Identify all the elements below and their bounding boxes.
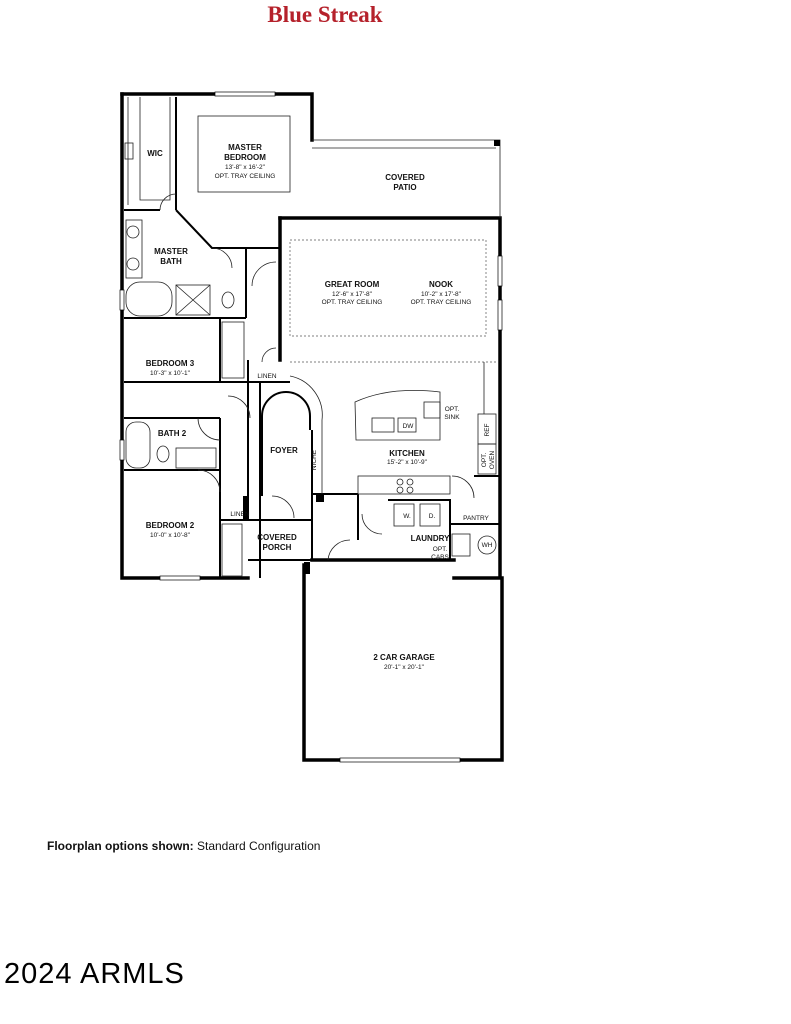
label-dryer: D. [429,513,436,520]
label-covered-porch-1: COVERED [257,533,297,542]
label-great-room-note: OPT. TRAY CEILING [322,299,383,306]
label-covered-patio-2: PATIO [393,183,416,192]
exterior-walls [120,92,504,762]
label-master-bedroom-1: MASTER [228,143,262,152]
label-pantry: PANTRY [463,515,489,522]
label-great-room-dims: 12'-6" x 17'-8" [332,291,373,298]
interior-walls [124,97,500,578]
door-swings [159,193,475,574]
label-great-room: GREAT ROOM [325,280,380,289]
label-covered-porch-2: PORCH [263,543,292,552]
label-opt-sink-1: OPT. [445,406,460,413]
label-master-bath-2: BATH [160,257,182,266]
label-wic: WIC [147,149,163,158]
label-opt-oven-2: OVEN [489,450,496,469]
label-opt-oven-1: OPT. [481,453,488,468]
fixtures [124,97,497,577]
label-dw: DW [403,423,415,430]
footer-value: Standard Configuration [197,839,321,853]
label-nook-dims: 10'-2" x 17'-8" [421,291,462,298]
label-bedroom-3-dims: 10'-3" x 10'-1" [150,370,191,377]
label-linen-1: LINEN [257,373,276,380]
label-master-bedroom-2: BEDROOM [224,153,266,162]
label-foyer: FOYER [270,446,298,455]
label-covered-patio-1: COVERED [385,173,425,182]
label-wh: WH [482,542,493,549]
label-niche: NICHE [311,449,318,470]
tray-ceiling-outlines [197,115,496,363]
footer-label: Floorplan options shown: [47,839,194,853]
label-bath-2: BATH 2 [158,429,187,438]
label-linen-2: LINEN [230,511,249,518]
label-garage-dims: 20'-1" x 20'-1" [384,664,425,671]
label-kitchen: KITCHEN [389,449,425,458]
label-kitchen-dims: 15'-2" x 10'-9" [387,459,428,466]
label-bedroom-3: BEDROOM 3 [146,359,195,368]
label-master-bath-1: MASTER [154,247,188,256]
copyright-watermark: 2024 ARMLS [4,958,185,990]
label-bedroom-2-dims: 10'-0" x 10'-8" [150,532,191,539]
room-labels: WIC MASTER BEDROOM 13'-8" x 16'-2" OPT. … [146,143,496,671]
label-washer: W. [403,513,411,520]
label-opt-cabs-1: OPT. [433,546,448,553]
label-nook: NOOK [429,280,453,289]
label-master-bedroom-dims: 13'-8" x 16'-2" [225,164,266,171]
covered-patio-outline [312,139,501,218]
label-nook-note: OPT. TRAY CEILING [411,299,472,306]
label-garage: 2 CAR GARAGE [373,653,435,662]
label-opt-cabs-2: CABS [431,554,449,561]
windows [119,91,503,763]
label-laundry: LAUNDRY [411,534,450,543]
label-ref: REF [484,423,491,436]
floorplan-options-note: Floorplan options shown: Standard Config… [47,839,320,853]
label-opt-sink-2: SINK [444,414,460,421]
plan-title: Blue Streak [267,2,383,27]
label-master-bedroom-note: OPT. TRAY CEILING [215,173,276,180]
label-bedroom-2: BEDROOM 2 [146,521,195,530]
